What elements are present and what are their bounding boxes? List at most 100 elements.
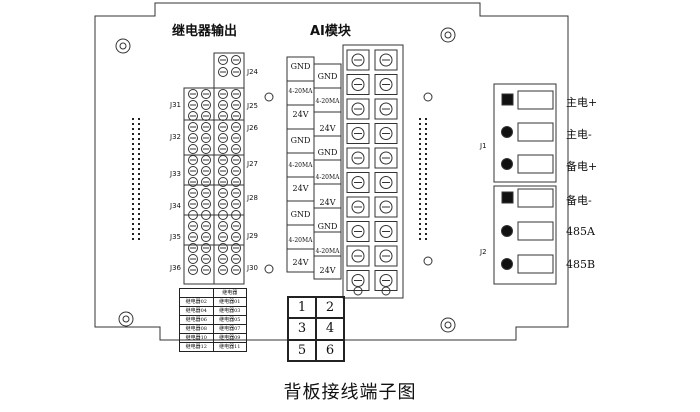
header-pin xyxy=(419,213,421,215)
header-pin xyxy=(132,118,134,120)
relay-screw-icon xyxy=(188,144,198,154)
relay-screw-icon xyxy=(218,144,228,154)
header-pin xyxy=(132,188,134,190)
header-pin xyxy=(419,203,421,205)
legend-cell: 继电器11 xyxy=(212,343,247,351)
ai-screw-icon xyxy=(379,176,393,189)
relay-output-title: 继电器输出 xyxy=(172,24,238,39)
power-label-485a: 485A xyxy=(566,225,595,238)
ai-terminal-cell xyxy=(346,221,370,242)
ai-left-label: 24V xyxy=(292,258,309,267)
power-label-backup-plus: 备电+ xyxy=(566,160,598,173)
ai-right-label: 4-20MA xyxy=(315,248,340,255)
connector-label-j26: J26 xyxy=(247,124,258,132)
header-pin xyxy=(138,233,140,235)
relay-screw-icon xyxy=(231,232,241,242)
relay-screw-icon xyxy=(231,221,241,231)
relay-screw-icon xyxy=(188,254,198,264)
ai-module-title: AI模块 xyxy=(310,24,351,39)
header-pin xyxy=(138,148,140,150)
ai-left-label: 4-20MA xyxy=(288,162,313,169)
ai-screw-icon xyxy=(351,102,365,116)
number-cell: 3 xyxy=(288,318,316,340)
header-pin xyxy=(132,228,134,230)
legend-row: 继电器04 继电器03 xyxy=(180,306,246,315)
header-pin xyxy=(138,123,140,125)
relay-screw-icon xyxy=(188,232,198,242)
connector-label-j33: J33 xyxy=(170,170,181,178)
relay-screw-icon xyxy=(218,188,228,198)
header-pin xyxy=(138,118,140,120)
relay-screw-icon xyxy=(188,221,198,231)
relay-screw-icon xyxy=(231,210,241,220)
relay-screw-icon xyxy=(201,265,211,275)
relay-screw-icon xyxy=(188,133,198,143)
header-pin xyxy=(138,208,140,210)
header-pin xyxy=(138,153,140,155)
relay-screw-icon xyxy=(218,265,228,275)
ai-screw-icon xyxy=(351,53,365,67)
relay-screw-icon xyxy=(201,89,211,99)
header-pin xyxy=(419,153,421,155)
relay-screw-icon xyxy=(218,166,228,176)
header-pin xyxy=(132,138,134,140)
ai-screw-icon xyxy=(379,249,393,263)
header-pin xyxy=(138,193,140,195)
header-pin xyxy=(132,173,134,175)
relay-screw-icon xyxy=(218,199,228,209)
relay-screw-icon xyxy=(231,100,241,110)
legend-cell: 继电器08 xyxy=(185,326,207,332)
ai-right-label: 24V xyxy=(319,266,336,275)
power-label-backup-minus: 备电- xyxy=(566,194,592,207)
legend-cell: 继电器12 xyxy=(185,344,207,350)
number-cell: 4 xyxy=(316,318,344,340)
relay-screw-icon xyxy=(231,166,241,176)
relay-screw-icon xyxy=(188,166,198,176)
header-pin xyxy=(419,143,421,145)
header-pin xyxy=(419,233,421,235)
connector-label-j35: J35 xyxy=(170,233,181,241)
header-pin xyxy=(425,143,427,145)
relay-screw-icon xyxy=(188,177,198,187)
relay-screw-icon xyxy=(188,188,198,198)
ai-right-label: GND xyxy=(317,72,338,81)
header-pin xyxy=(425,173,427,175)
header-pin xyxy=(132,223,134,225)
relay-terminal-blocks xyxy=(183,52,245,285)
relay-screw-icon xyxy=(231,199,241,209)
header-pin xyxy=(425,158,427,160)
header-pin xyxy=(132,128,134,130)
legend-cell: 继电器04 xyxy=(185,308,207,314)
header-pin xyxy=(138,203,140,205)
power-label-main-minus: 主电- xyxy=(566,128,592,141)
relay-screw-icon xyxy=(231,144,241,154)
ai-right-label: 4-20MA xyxy=(315,98,340,105)
header-pin xyxy=(138,223,140,225)
header-pin xyxy=(425,198,427,200)
ai-strip-frame xyxy=(342,44,404,299)
relay-screw-icon xyxy=(218,210,228,220)
header-pin xyxy=(425,128,427,130)
relay-screw-icon xyxy=(201,254,211,264)
header-pin xyxy=(138,143,140,145)
relay-screw-icon xyxy=(218,155,228,165)
ai-screw-icon xyxy=(351,127,365,140)
board-outline xyxy=(94,2,569,341)
relay-screw-icon xyxy=(188,111,198,121)
header-pin xyxy=(425,133,427,135)
legend-cell: 继电器07 xyxy=(212,325,247,333)
ai-screw-icon xyxy=(353,286,363,296)
header-pin xyxy=(138,238,140,240)
relay-legend-table: 继电器 继电器02 继电器01 继电器04 继电器03 继电器06 继电器05 … xyxy=(179,288,247,352)
ai-screw-icon xyxy=(379,151,393,165)
header-pin xyxy=(138,138,140,140)
ai-label-columns xyxy=(286,56,342,280)
header-pin xyxy=(138,213,140,215)
ai-right-label: GND xyxy=(317,222,338,231)
header-pin xyxy=(425,208,427,210)
header-pin xyxy=(132,158,134,160)
header-pin xyxy=(419,188,421,190)
relay-screw-icon xyxy=(218,111,228,121)
header-pin xyxy=(132,218,134,220)
